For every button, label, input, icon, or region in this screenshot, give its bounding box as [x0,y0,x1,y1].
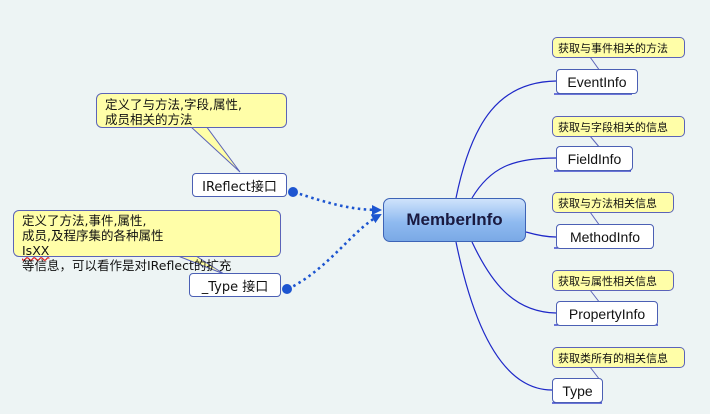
isxx-text: IsXX [22,243,50,258]
node-fieldinfo[interactable]: FieldInfo [556,146,633,171]
node-type-interface[interactable]: _Type 接口 [189,273,281,297]
branch-line-eventinfo [455,80,557,199]
node-ireflect-interface[interactable]: IReflect接口 [192,173,287,197]
branch-line-fieldinfo [471,157,557,199]
branch-line-type [455,241,553,391]
callout-type: 获取类所有的相关信息 [552,347,685,368]
dotted-link-type [287,213,382,291]
node-type[interactable]: Type [552,378,603,403]
type-connector-dot [282,284,292,294]
callout-propertyinfo: 获取与属性相关信息 [552,270,674,291]
node-propertyinfo[interactable]: PropertyInfo [556,301,658,326]
center-node-memberinfo[interactable]: MemberInfo [383,198,526,242]
callout-methodinfo: 获取与方法相关信息 [552,192,674,213]
branch-line-methodinfo [525,231,557,238]
node-eventinfo[interactable]: EventInfo [556,69,638,94]
ireflect-connector-dot [288,187,298,197]
callout-eventinfo: 获取与事件相关的方法 [552,37,685,58]
callout-fieldinfo: 获取与字段相关的信息 [552,116,685,137]
node-methodinfo[interactable]: MethodInfo [556,224,654,249]
note-ireflect: 定义了与方法,字段,属性, 成员相关的方法 [96,93,287,128]
dotted-link-ireflect [293,190,382,215]
branch-line-propertyinfo [471,241,557,314]
